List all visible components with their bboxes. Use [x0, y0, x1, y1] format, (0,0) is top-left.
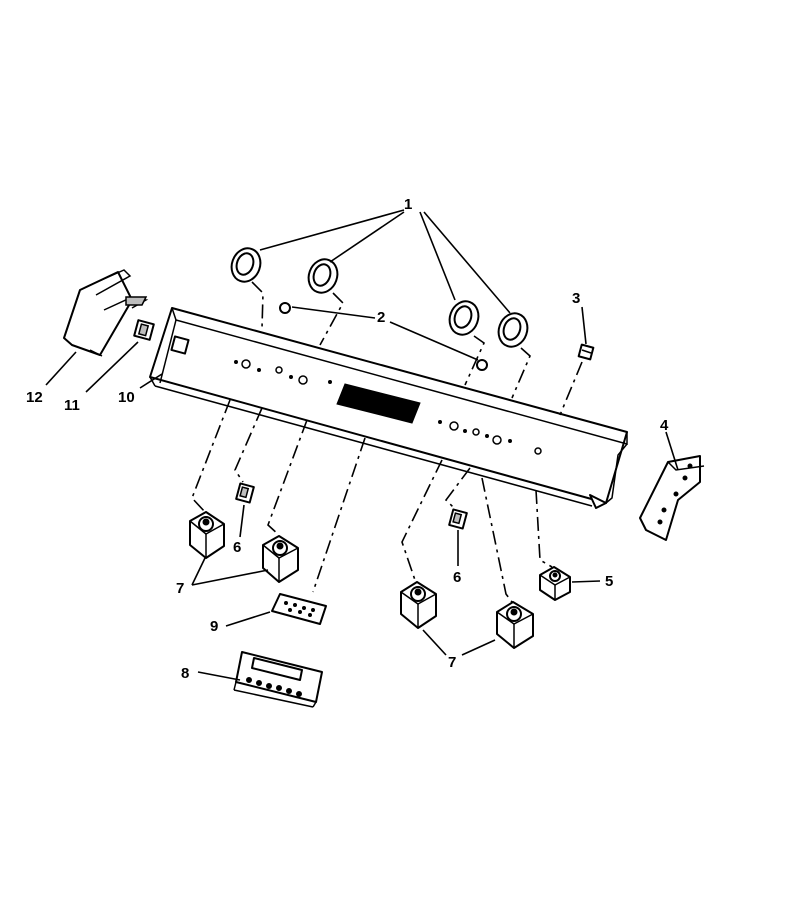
burner-switch-2	[262, 535, 299, 583]
callout-1: 1	[404, 196, 412, 213]
leader-lines	[45, 209, 679, 681]
indicator-light-left	[279, 302, 291, 314]
callout-3: 3	[572, 290, 580, 307]
callout-4: 4	[660, 417, 669, 434]
callout-10: 10	[118, 389, 135, 406]
knob-bezel-3	[448, 300, 480, 336]
callout-5: 5	[605, 573, 613, 590]
callout-7-right: 7	[448, 654, 456, 671]
clip-part-6-left	[235, 482, 255, 504]
callout-6-right: 6	[453, 569, 461, 586]
callout-9: 9	[210, 618, 218, 635]
callout-7-left: 7	[176, 580, 184, 597]
knob-bezel-2	[307, 258, 339, 294]
overlay-part-9	[271, 593, 327, 625]
indicator-light-right	[476, 359, 488, 371]
burner-switch-3	[400, 581, 437, 629]
switch-part-3	[577, 343, 595, 361]
knob-bezel-1	[230, 247, 262, 283]
callout-labels: 1 2 3 4 5 6 6 7 7 8 9 10 11 12	[26, 196, 669, 682]
electronic-control-part-8	[233, 651, 323, 708]
right-end-bracket	[639, 455, 705, 541]
callout-12: 12	[26, 389, 43, 406]
clip-part-6-right	[448, 508, 468, 530]
burner-switch-4	[496, 601, 534, 649]
knob-bezel-4	[497, 312, 529, 348]
left-switch-part-11	[133, 319, 155, 341]
console-panel	[149, 307, 628, 509]
callout-2: 2	[377, 309, 385, 326]
callout-6-left: 6	[233, 539, 241, 556]
oven-switch-part-5	[539, 566, 571, 601]
left-end-bracket	[63, 269, 149, 357]
burner-switch-1	[189, 511, 225, 559]
callout-11: 11	[64, 397, 80, 414]
callout-8: 8	[181, 665, 189, 682]
assembly-lines	[191, 281, 583, 603]
